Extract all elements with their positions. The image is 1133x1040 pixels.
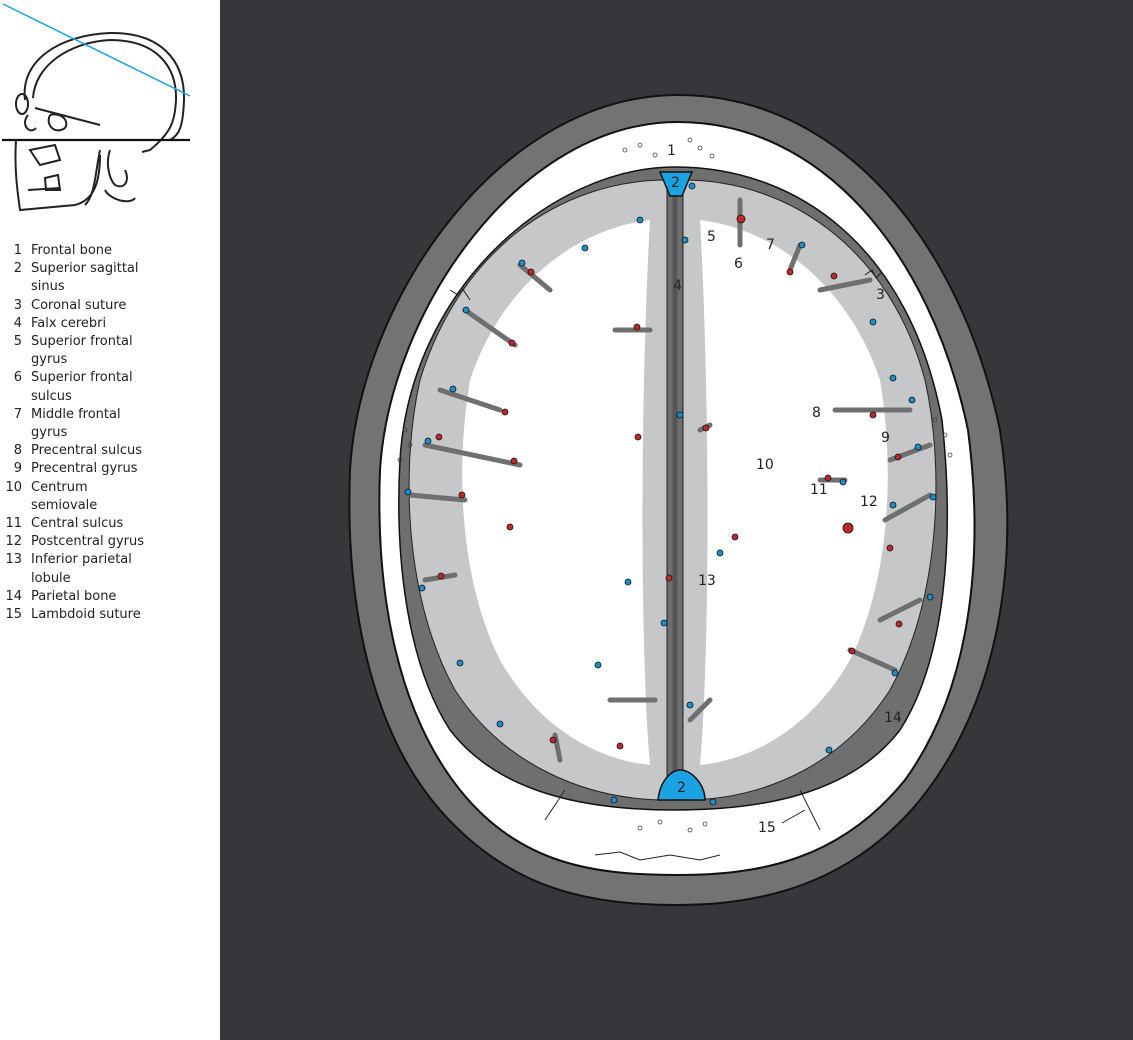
label-12: 12 bbox=[860, 494, 878, 510]
label-8: 8 bbox=[812, 405, 821, 421]
label-15: 15 bbox=[758, 820, 776, 836]
label-10: 10 bbox=[756, 457, 774, 473]
label-14: 14 bbox=[884, 710, 902, 726]
label-4: 4 bbox=[673, 278, 682, 294]
legend-label: Superior frontal sulcus bbox=[31, 370, 133, 404]
legend-number: 4 bbox=[13, 315, 22, 331]
legend-label: Precentral sulcus bbox=[31, 443, 142, 459]
legend-item: 3 Coronal suture bbox=[0, 297, 220, 315]
legend-label: Postcentral gyrus bbox=[31, 534, 145, 550]
legend-number: 3 bbox=[13, 297, 22, 313]
legend-label: Frontal bone bbox=[31, 243, 113, 258]
label-3: 3 bbox=[876, 287, 885, 303]
legend-label: Inferior parietal lobule bbox=[31, 552, 132, 586]
superior-sagittal-sinus-posterior bbox=[657, 769, 706, 801]
legend-item: 2 Superior sagittal sinus bbox=[0, 260, 220, 296]
label-2-posterior: 2 bbox=[677, 780, 686, 796]
structure-labels: 1 2 2 3 4 5 6 7 8 9 10 11 12 13 14 15 bbox=[667, 143, 902, 836]
legend-label: Superior sagittal sinus bbox=[31, 261, 139, 295]
legend-item: 6 Superior frontal sulcus bbox=[0, 369, 220, 405]
legend-item: 7 Middle frontal gyrus bbox=[0, 406, 220, 442]
legend-label: Parietal bone bbox=[31, 588, 117, 604]
legend-label: Precentral gyrus bbox=[31, 461, 138, 477]
legend-panel: 1 Frontal bone 2 Superior sagittal sinus 3 Co… bbox=[0, 0, 220, 1040]
axial-brain-section: 1 2 2 3 4 5 6 7 8 9 10 11 12 13 14 15 bbox=[348, 93, 1009, 907]
legend-item: 4 Falx cerebri bbox=[0, 315, 220, 333]
legend-number: 13 bbox=[5, 552, 22, 568]
legend-number: 5 bbox=[13, 334, 22, 350]
legend-item: 9 Precentral gyrus bbox=[0, 460, 220, 478]
legend-number: 15 bbox=[5, 607, 22, 623]
legend-item: 14 Parietal bone bbox=[0, 588, 220, 606]
legend-item: 11 Central sulcus bbox=[0, 515, 220, 533]
legend-number: 6 bbox=[13, 370, 22, 386]
label-9: 9 bbox=[881, 430, 890, 446]
legend-number: 10 bbox=[5, 479, 22, 495]
label-1: 1 bbox=[667, 143, 676, 159]
sutures bbox=[449, 269, 883, 861]
legend-label: Falx cerebri bbox=[31, 315, 107, 331]
label-13: 13 bbox=[698, 573, 716, 589]
superior-sagittal-sinus-anterior bbox=[658, 171, 694, 197]
legend-item: 15 Lambdoid suture bbox=[0, 606, 220, 624]
left-hemisphere bbox=[408, 179, 668, 801]
label-6: 6 bbox=[734, 256, 743, 272]
legend-list: 1 Frontal bone 2 Superior sagittal sinus 3 Co… bbox=[0, 242, 220, 624]
legend-number: 8 bbox=[13, 443, 22, 459]
legend-number: 14 bbox=[5, 588, 22, 604]
legend-label: Coronal suture bbox=[31, 297, 127, 313]
legend-label: Middle frontal gyrus bbox=[31, 406, 121, 441]
legend-number: 1 bbox=[13, 243, 22, 258]
legend-item: 1 Frontal bone bbox=[0, 242, 220, 260]
legend-label: Centrum semiovale bbox=[31, 479, 98, 513]
legend-item: 13 Inferior parietal lobule bbox=[0, 551, 220, 587]
legend-number: 11 bbox=[5, 516, 22, 532]
legend-label: Lambdoid suture bbox=[31, 607, 141, 623]
right-hemisphere bbox=[682, 179, 937, 801]
legend-label: Superior frontal gyrus bbox=[31, 334, 133, 368]
legend-number: 2 bbox=[13, 261, 22, 277]
legend-number: 12 bbox=[5, 534, 22, 550]
legend-number: 9 bbox=[13, 461, 22, 477]
legend-item: 10 Centrum semiovale bbox=[0, 479, 220, 515]
label-7: 7 bbox=[766, 237, 775, 253]
legend-item: 12 Postcentral gyrus bbox=[0, 533, 220, 551]
label-11: 11 bbox=[810, 482, 828, 498]
skull-orientation-diagram bbox=[2, 3, 191, 212]
legend-item: 5 Superior frontal gyrus bbox=[0, 333, 220, 369]
label-5: 5 bbox=[707, 229, 716, 245]
legend-number: 7 bbox=[13, 406, 22, 422]
bone-marrow-dots bbox=[397, 137, 953, 833]
label-2-anterior: 2 bbox=[671, 175, 680, 191]
legend-item: 8 Precentral sulcus bbox=[0, 442, 220, 460]
legend-label: Central sulcus bbox=[31, 516, 124, 532]
section-plane-line bbox=[2, 3, 191, 97]
vessels bbox=[404, 182, 937, 806]
